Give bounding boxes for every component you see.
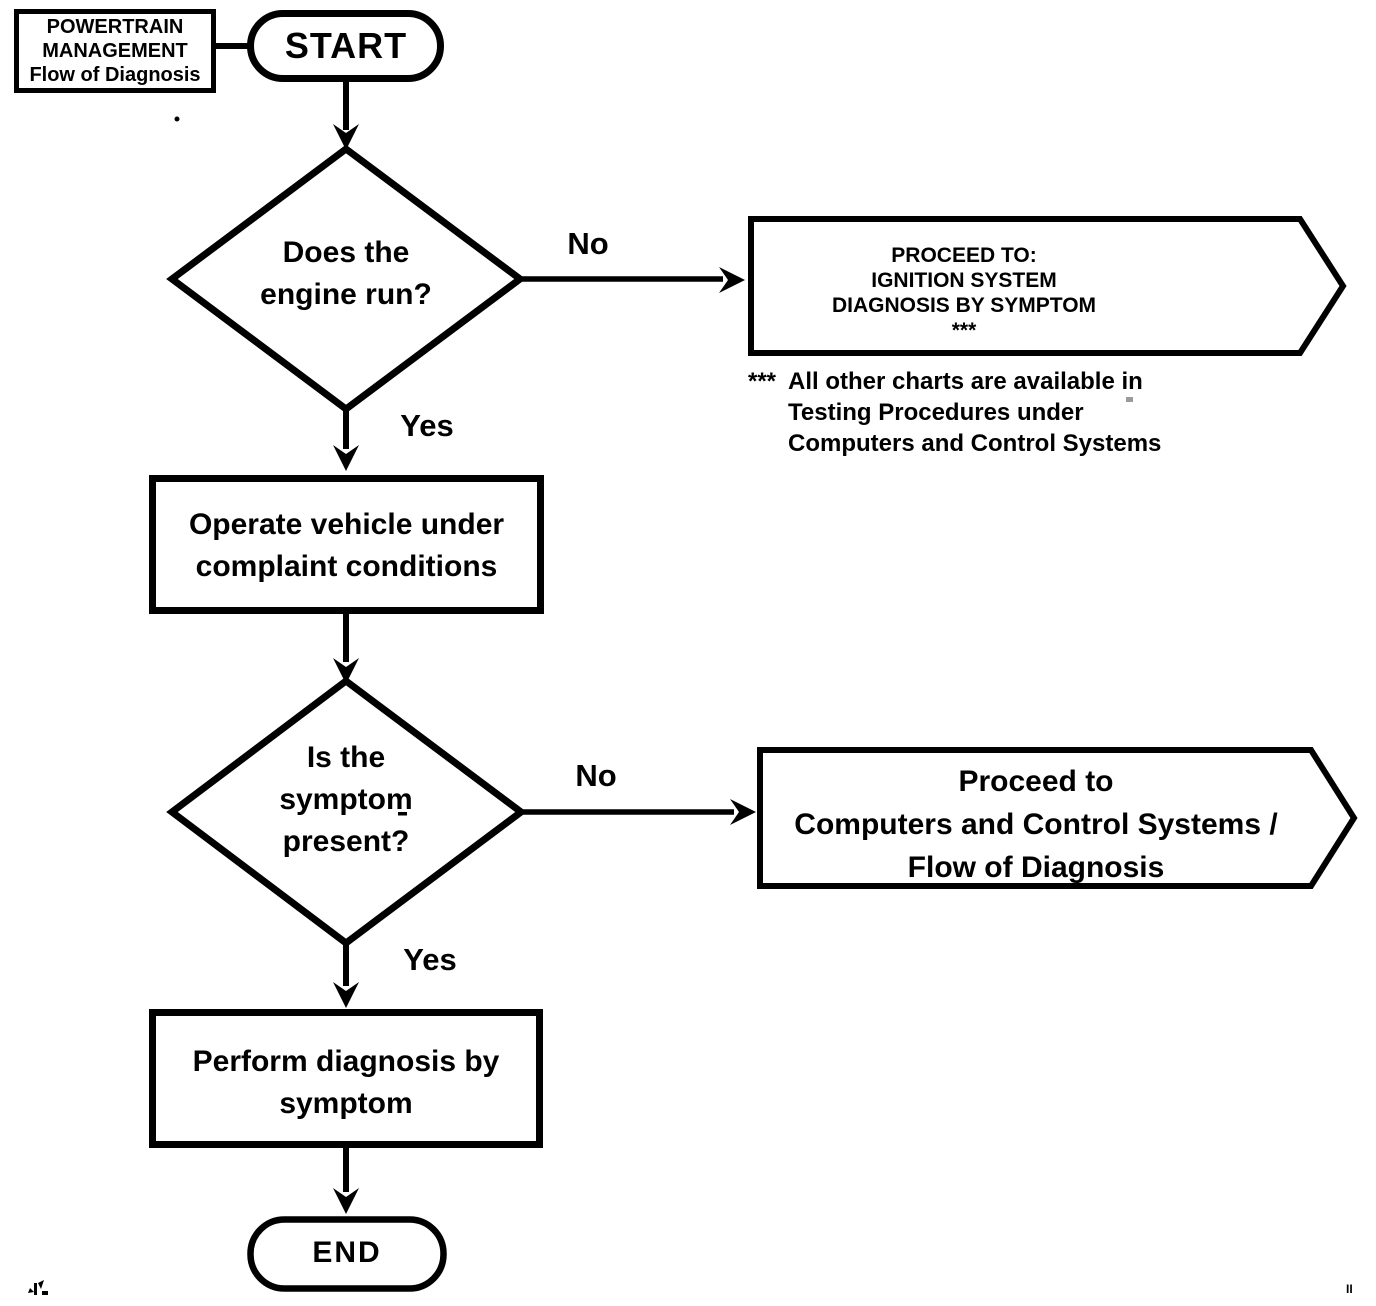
decision-engine-yes-label: Yes [400,408,454,443]
decision-symptom-line: Is the [306,741,386,774]
diagram-title: POWERTRAIN MANAGEMENT Flow of Diagnosis [16,12,214,90]
process-perform-line: symptom [279,1087,413,1120]
offpage-computers-line: Computers and Control Systems / [794,808,1278,841]
title-line: MANAGEMENT [42,40,188,62]
arrowhead-down-icon [333,445,359,471]
decision-symptom-line: present? [282,825,410,858]
decision-engine-no-label: No [567,226,609,261]
page-mark-artifact: II [1346,1282,1353,1296]
process-operate-line: Operate vehicle under [188,508,505,541]
footnote-marker: *** [748,368,777,395]
footnote-line: All other charts are available in [788,368,1143,395]
arrowhead-down-icon [333,982,359,1008]
offpage-computers-label: Proceed to Computers and Control Systems… [758,760,1314,889]
scan-artifact [174,116,180,122]
end-terminator-label: END [312,1236,382,1269]
scan-artifact-bottom-left [28,1280,48,1295]
decision-engine-line: Does the [282,236,410,269]
title-box-shape [14,9,216,93]
title-line: POWERTRAIN [46,16,184,38]
title-line: Flow of Diagnosis [29,64,201,86]
end-terminator-shape [247,1216,447,1292]
process-operate-label: Operate vehicle under complaint conditio… [149,504,544,588]
arrowhead-right-icon [730,799,756,825]
offpage-computers-line: Proceed to [958,765,1114,798]
footnote: *** All other charts are available in Te… [748,366,1218,459]
offpage-ignition-line: PROCEED TO: [891,244,1037,267]
arrowhead-down-icon [333,658,359,684]
footnote-line: Testing Procedures under [788,399,1084,426]
arrowhead-right-icon [719,267,745,293]
process-perform-line: Perform diagnosis by [192,1045,500,1078]
process-perform-shape [149,1009,543,1148]
start-terminator-shape [247,10,444,82]
arrowhead-down-icon [333,1188,359,1214]
offpage-computers-shape [757,747,1358,889]
offpage-computers-line: Flow of Diagnosis [907,851,1165,884]
start-terminator-label: START [284,25,408,66]
process-perform-label: Perform diagnosis by symptom [149,1041,543,1125]
decision-symptom-diamond [166,676,527,948]
process-operate-shape [149,475,544,614]
decision-symptom-line: symptom [279,783,413,816]
arrowhead-down-icon [333,124,359,150]
decision-symptom-label: Is the symptom present? [216,737,476,863]
offpage-ignition-line: *** [951,319,977,342]
decision-symptom-no-label: No [575,758,617,793]
offpage-ignition-line: DIAGNOSIS BY SYMPTOM [831,294,1097,317]
decision-engine-line: engine run? [260,278,432,311]
footnote-lines: All other charts are available in Testin… [788,366,1161,459]
scan-artifact [398,812,407,816]
scan-artifact [1126,397,1133,402]
process-operate-line: complaint conditions [195,550,498,583]
offpage-ignition-label: PROCEED TO: IGNITION SYSTEM DIAGNOSIS BY… [749,243,1179,343]
footnote-line: Computers and Control Systems [788,430,1162,457]
offpage-ignition-line: IGNITION SYSTEM [871,269,1057,292]
decision-symptom-yes-label: Yes [403,942,457,977]
decision-engine-diamond [166,144,526,414]
offpage-ignition-shape [748,216,1347,356]
decision-engine-label: Does the engine run? [196,232,496,316]
